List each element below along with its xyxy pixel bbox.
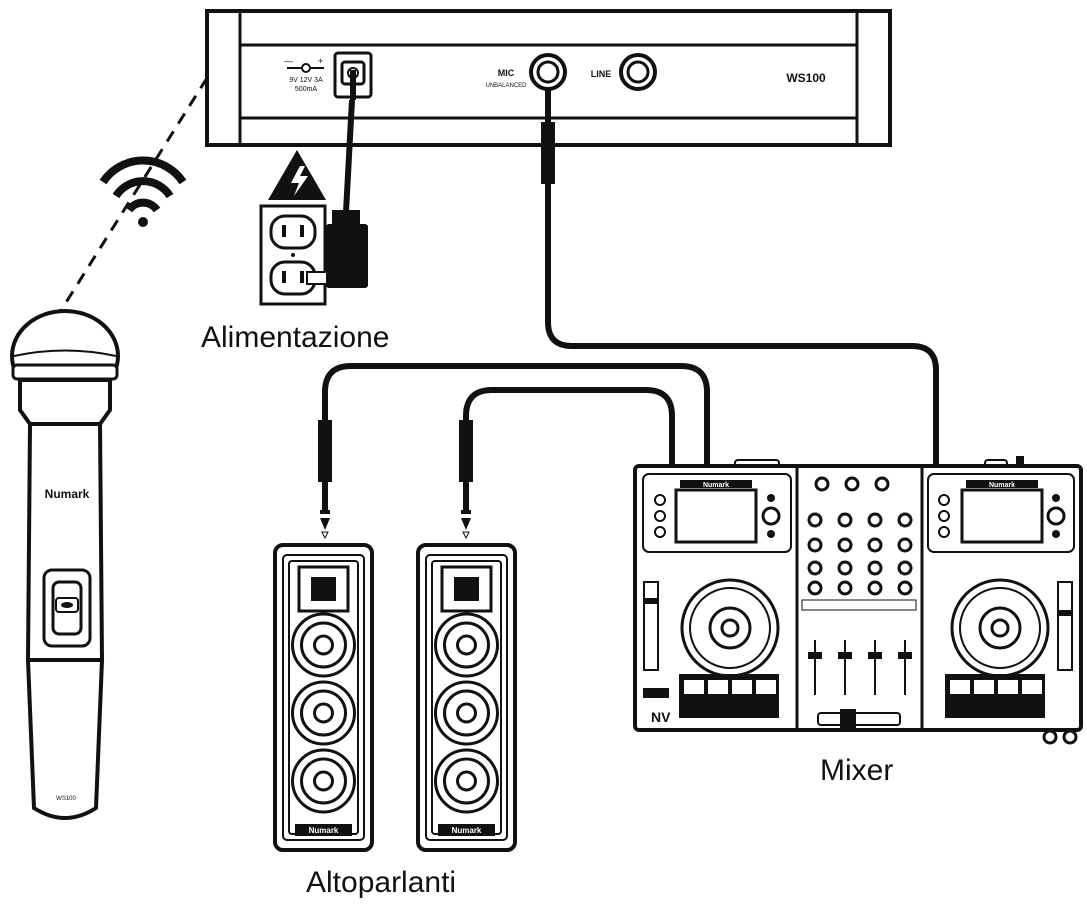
master-knob [814,476,830,492]
left-deck [642,473,792,718]
mixer-left-brand: Numark [703,482,729,489]
mixer-knob [837,580,853,596]
mic-cable-plug [541,88,555,184]
wifi-signal-icon [99,156,187,227]
mixer-caption: Mixer [820,754,894,787]
dj-mixer: NV Numark [633,456,1083,745]
speaker-right-brand: Numark [452,826,482,835]
high-voltage-warning-icon [268,150,326,200]
mixer-knob [837,560,853,576]
right-deck [927,473,1078,745]
channel-fader-cap [838,652,852,659]
channel-fader-cap [868,652,882,659]
mixer-knobs [807,476,913,695]
speaker-right: Numark [416,543,517,852]
mixer-knob [807,560,823,576]
mixer-knob [897,512,913,528]
speaker-left-cable [322,363,710,466]
wall-outlet-icon [259,204,327,306]
mixer-logo: NV [651,709,671,725]
power-cable [343,70,356,213]
mic-to-mixer-cable [545,182,939,466]
line-output-jack [619,53,657,91]
speaker-pair: Numark Numark [273,543,517,852]
wireless-link-line [58,77,209,313]
mixer-knob [837,537,853,553]
speaker-left-plug [318,420,332,540]
mixer-knob [867,580,883,596]
mixer-knob [807,512,823,528]
speaker-left-brand: Numark [309,826,339,835]
microphone-brand: Numark [45,487,90,501]
mic-output-jack [529,53,567,91]
master-knob [844,476,860,492]
microphone-model: WS100 [56,796,76,802]
svg-text:+: + [318,56,323,66]
power-label-line2: 500mA [295,86,318,93]
mixer-knob [897,560,913,576]
speaker-left: Numark [273,543,374,852]
master-knob [874,476,890,492]
dc-power-symbol: — + [284,56,324,73]
svg-text:—: — [284,56,293,66]
wireless-microphone [10,309,120,820]
mic-label: MIC [498,68,515,78]
mixer-channel-section [801,599,917,729]
power-adapter-icon [306,210,368,288]
channel-fader-cap [898,652,912,659]
mixer-knob [897,537,913,553]
power-caption: Alimentazione [201,321,390,354]
mixer-knob [807,537,823,553]
mic-sublabel: UNBALANCED [485,83,527,89]
mixer-knob [867,537,883,553]
channel-fader-cap [808,652,822,659]
receiver-model: WS100 [786,71,826,85]
mixer-knob [867,560,883,576]
mixer-knob [807,580,823,596]
mixer-knob [897,580,913,596]
speaker-right-plug [459,420,473,540]
mixer-knob [867,512,883,528]
line-label: LINE [591,69,612,79]
power-label-line1: 9V 12V 3A [289,77,323,84]
speakers-caption: Altoparlanti [306,866,457,899]
mixer-knob [837,512,853,528]
mixer-right-brand: Numark [989,482,1015,489]
speaker-right-cable [463,387,675,466]
